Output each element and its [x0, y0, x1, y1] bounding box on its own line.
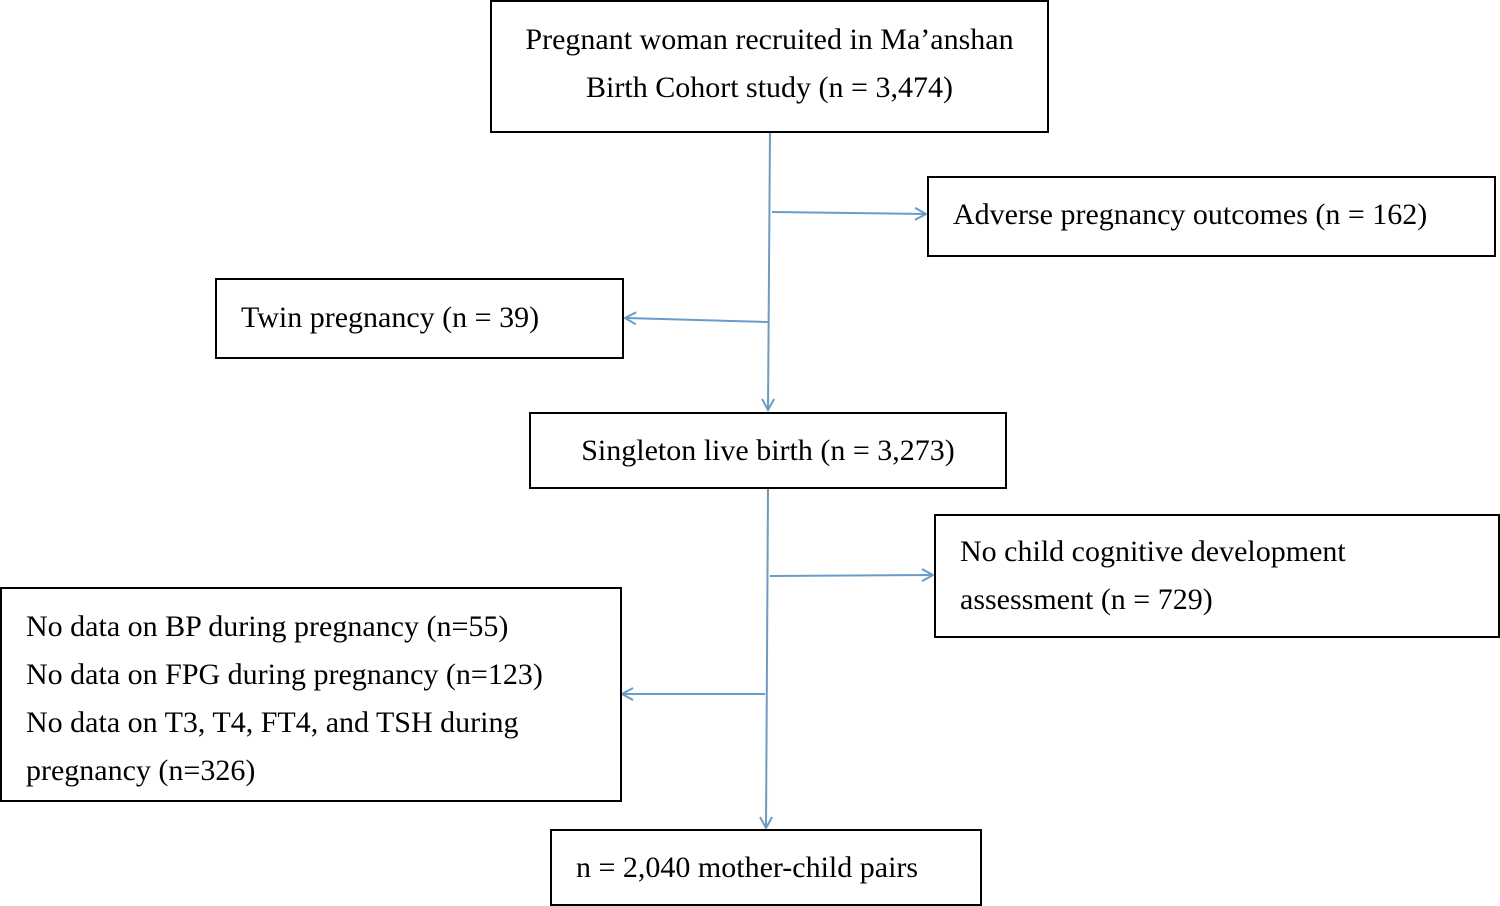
arrow-singleton-to-final: [766, 487, 768, 828]
singleton-box: Singleton live birth (n = 3,273): [529, 412, 1007, 489]
adverse-outcomes-box: Adverse pregnancy outcomes (n = 162): [927, 176, 1496, 257]
recruited-box: Pregnant woman recruited in Ma’anshan Bi…: [490, 0, 1049, 133]
no-data-thyroid: No data on T3, T4, FT4, and TSH during: [26, 706, 519, 739]
arrow-main-to-singleton: [768, 131, 770, 410]
no-cognitive-box: No child cognitive development assessmen…: [934, 514, 1500, 638]
arrow-to-no-cognitive: [769, 575, 933, 576]
no-data-thyroid-cont: pregnancy (n=326): [26, 754, 256, 787]
adverse-outcomes-label: Adverse pregnancy outcomes (n = 162): [953, 198, 1428, 231]
no-data-box: No data on BP during pregnancy (n=55) No…: [0, 587, 622, 802]
no-data-fpg: No data on FPG during pregnancy (n=123): [26, 658, 543, 691]
twin-pregnancy-label: Twin pregnancy (n = 39): [241, 301, 540, 334]
arrow-to-twin: [625, 318, 769, 322]
recruited-line-1: Pregnant woman recruited in Ma’anshan: [525, 23, 1014, 56]
arrow-to-adverse: [771, 212, 926, 214]
no-cognitive-line-2: assessment (n = 729): [960, 583, 1213, 616]
final-pairs-box: n = 2,040 mother-child pairs: [550, 829, 982, 906]
final-pairs-label: n = 2,040 mother-child pairs: [576, 851, 919, 884]
recruited-line-2: Birth Cohort study (n = 3,474): [586, 71, 953, 104]
singleton-label: Singleton live birth (n = 3,273): [581, 434, 955, 467]
no-data-bp: No data on BP during pregnancy (n=55): [26, 610, 509, 643]
twin-pregnancy-box: Twin pregnancy (n = 39): [215, 278, 624, 359]
no-cognitive-line-1: No child cognitive development: [960, 535, 1346, 568]
